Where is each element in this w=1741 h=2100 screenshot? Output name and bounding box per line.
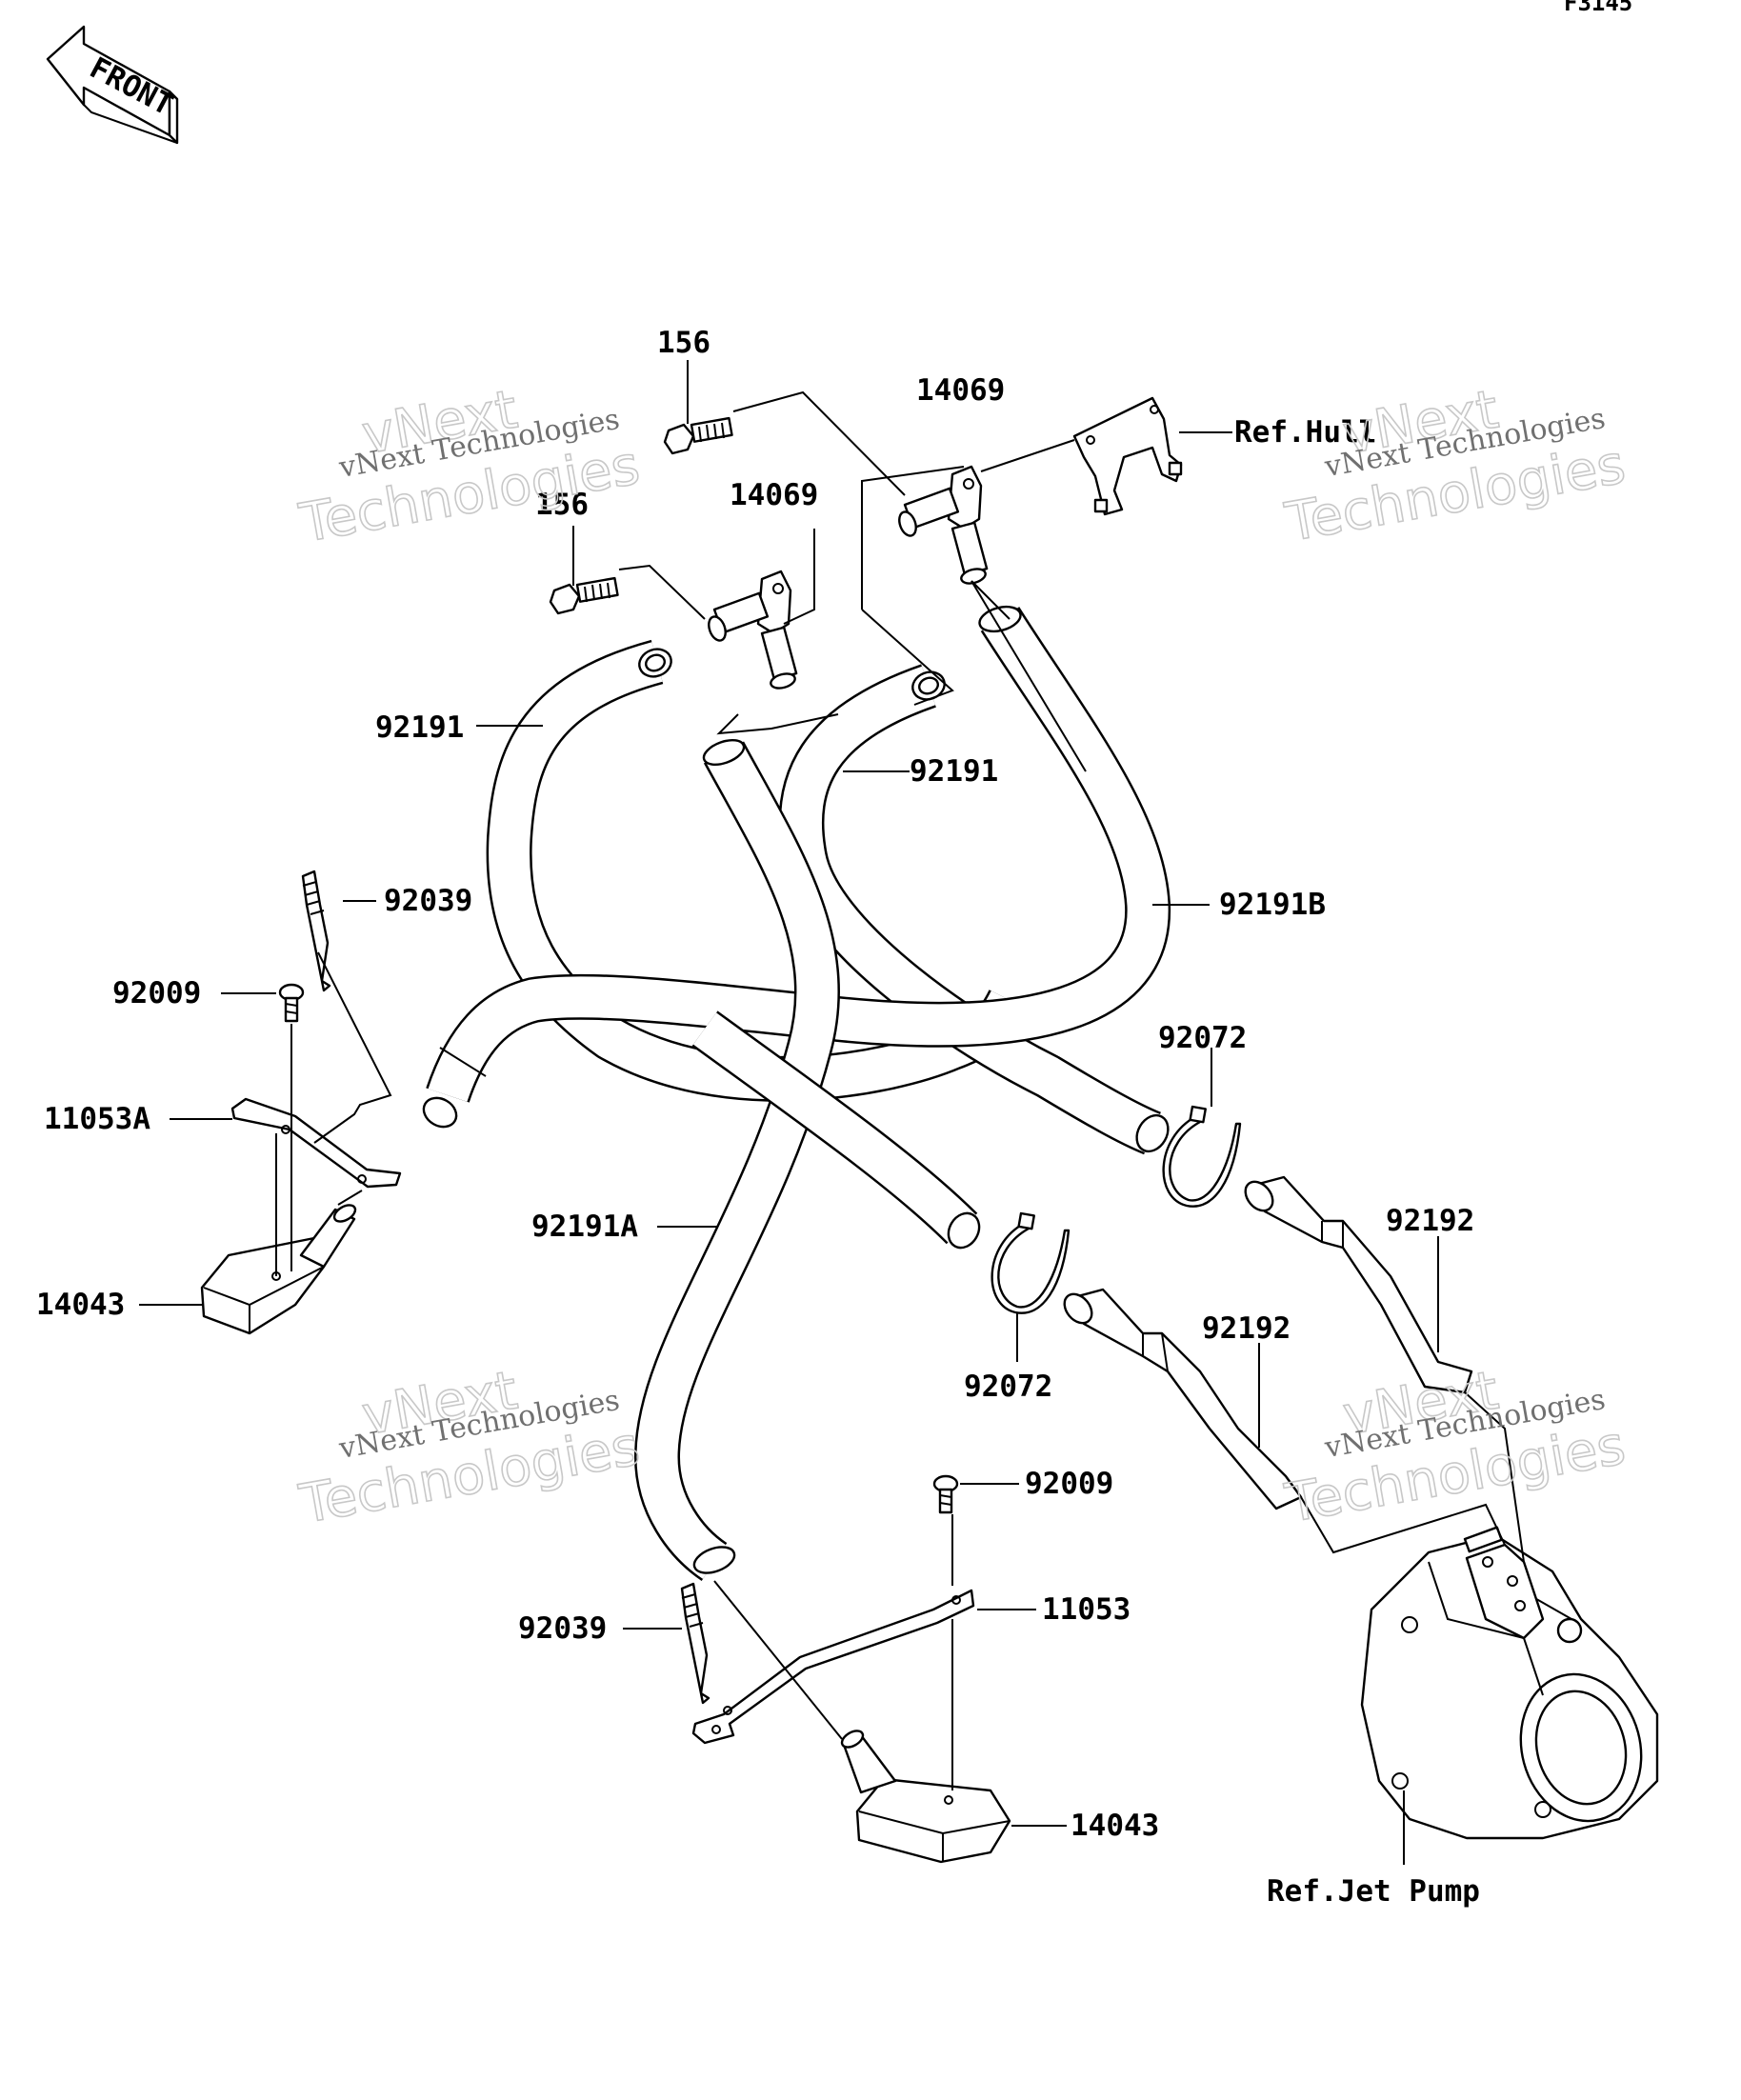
bracket-11053 bbox=[691, 1589, 975, 1745]
label-92039-top: 92039 bbox=[384, 884, 472, 918]
label-92072-bottom: 92072 bbox=[964, 1370, 1052, 1404]
fitting-14069-mid bbox=[708, 570, 798, 690]
clip-92039-bottom bbox=[680, 1582, 710, 1705]
label-14069-mid: 14069 bbox=[730, 478, 818, 512]
label-14069-top: 14069 bbox=[916, 373, 1005, 408]
pipe-92192-right bbox=[1244, 1175, 1473, 1394]
hose-92191-right bbox=[778, 664, 1170, 1155]
label-14043-left: 14043 bbox=[36, 1288, 125, 1322]
label-92072-top: 92072 bbox=[1158, 1021, 1247, 1055]
label-ref-hull: Ref.Hull bbox=[1234, 415, 1376, 450]
watermark-bottom-right: vNext vNext Technologies Technologies bbox=[1280, 1359, 1631, 1536]
label-11053a: 11053A bbox=[44, 1102, 150, 1136]
bolt-156-top bbox=[663, 416, 733, 455]
screw-92009-top bbox=[278, 983, 305, 1023]
label-156-top: 156 bbox=[657, 326, 710, 360]
watermark-bottom-left: vNext vNext Technologies Technologies bbox=[294, 1359, 645, 1537]
label-92191b: 92191B bbox=[1219, 888, 1326, 922]
label-11053: 11053 bbox=[1042, 1592, 1131, 1627]
label-92039-bottom: 92039 bbox=[518, 1611, 607, 1646]
fitting-14069-top bbox=[898, 465, 989, 585]
jet-pump-housing bbox=[1360, 1526, 1659, 1840]
watermark-top-right: vNext vNext Technologies Technologies bbox=[1280, 378, 1631, 555]
label-92192-mid: 92192 bbox=[1202, 1311, 1291, 1346]
hose-92191-left bbox=[486, 639, 1031, 1102]
hose-92191b bbox=[422, 605, 1171, 1129]
leader-lines bbox=[139, 360, 1525, 1865]
clamp-92072-top bbox=[1162, 1105, 1242, 1208]
pickup-14043-bottom bbox=[840, 1730, 1011, 1864]
label-14043-bottom: 14043 bbox=[1071, 1809, 1159, 1843]
label-92009-top: 92009 bbox=[112, 976, 201, 1010]
label-92191-right: 92191 bbox=[910, 754, 998, 789]
watermark-top-left: vNext vNext Technologies Technologies bbox=[294, 378, 645, 556]
hull-bracket bbox=[1072, 396, 1183, 516]
pickup-14043-left bbox=[200, 1204, 357, 1335]
label-92191a: 92191A bbox=[531, 1210, 638, 1244]
label-ref-jet-pump: Ref.Jet Pump bbox=[1267, 1874, 1480, 1909]
label-92191-left: 92191 bbox=[375, 710, 464, 745]
hose-92191a bbox=[633, 739, 981, 1581]
label-92192-right: 92192 bbox=[1386, 1204, 1474, 1238]
clamp-92072-bottom bbox=[991, 1211, 1071, 1314]
front-arrow-icon: FRONT bbox=[46, 25, 179, 145]
clip-92039-top bbox=[301, 870, 331, 992]
label-156-mid: 156 bbox=[535, 488, 589, 522]
label-92009-bottom: 92009 bbox=[1025, 1467, 1113, 1501]
bracket-11053a bbox=[230, 1097, 402, 1189]
diagram-code: F3145 bbox=[1564, 0, 1632, 16]
screw-92009-bottom bbox=[932, 1474, 959, 1514]
bolt-156-mid bbox=[549, 576, 619, 615]
